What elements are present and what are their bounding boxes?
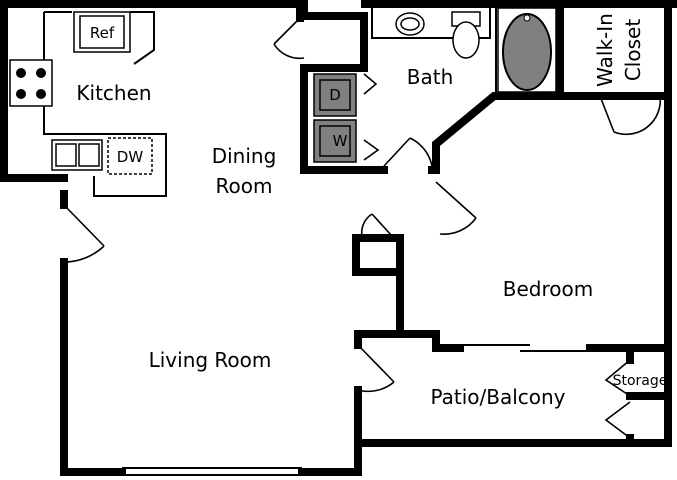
living-window: [122, 467, 302, 476]
room-label-bedroom: Bedroom: [503, 277, 593, 301]
burner-icon: [36, 68, 46, 78]
refrigerator-label: Ref: [90, 24, 115, 42]
dishwasher: DW: [107, 137, 153, 175]
room-label-walkin: Closet: [621, 19, 645, 81]
wall-bedroom-top: [432, 92, 672, 154]
dryer-label: D: [329, 86, 341, 104]
wall-laundry: [300, 64, 384, 174]
refrigerator: Ref: [73, 11, 131, 53]
burner-icon: [36, 89, 46, 99]
room-label-storage: Storage: [613, 373, 668, 389]
room-label-living: Living Room: [149, 348, 272, 372]
door-swing: [383, 137, 433, 167]
wall-living-bottom: [298, 386, 362, 476]
washer: W: [313, 119, 357, 163]
bathtub: [497, 7, 557, 93]
room-label-bath: Bath: [407, 65, 454, 89]
door-swing: [604, 359, 631, 397]
bath-sink: [395, 12, 425, 36]
stove: [9, 59, 53, 107]
room-label-kitchen: Kitchen: [76, 81, 151, 105]
washer-label: W: [333, 132, 348, 150]
room-label-dining: Room: [216, 174, 273, 198]
door-swing: [63, 204, 105, 263]
wall-top-right: [292, 0, 304, 22]
door-swing: [273, 17, 305, 60]
toilet: [451, 11, 481, 59]
door-swing: [435, 181, 477, 235]
kitchen-sink: [51, 139, 103, 171]
burner-icon: [16, 89, 26, 99]
sliding-door[interactable]: [460, 344, 590, 352]
kitchen-counters: [43, 11, 167, 197]
wall-living-left-lower: [60, 258, 126, 476]
burner-icon: [16, 68, 26, 78]
door-swing: [360, 213, 393, 237]
room-label-patio: Patio/Balcony: [430, 385, 565, 409]
dishwasher-label: DW: [117, 148, 144, 166]
room-label-walkin: Walk-In: [593, 13, 617, 87]
door-swing: [357, 344, 395, 393]
wall-kitchen-left: [0, 0, 300, 182]
door-swing: [363, 73, 378, 95]
room-labels: Kitchen Dining Room Bath Bedroom Living …: [76, 13, 667, 409]
wall-living-patio: [354, 330, 404, 349]
door-swing: [599, 95, 662, 136]
wall-patio-bottom: [354, 346, 672, 447]
doors: [63, 17, 662, 439]
bath-counter: [371, 4, 491, 39]
room-label-dining: Dining: [212, 144, 277, 168]
door-swing: [604, 401, 631, 439]
wall-bedroom-left: [352, 234, 404, 338]
wall-bedroom-bottom: [396, 330, 464, 352]
dryer: D: [313, 73, 357, 117]
wall-bath-right: [428, 146, 440, 174]
wall-closet-hall: [300, 0, 368, 66]
door-swing: [363, 139, 380, 161]
